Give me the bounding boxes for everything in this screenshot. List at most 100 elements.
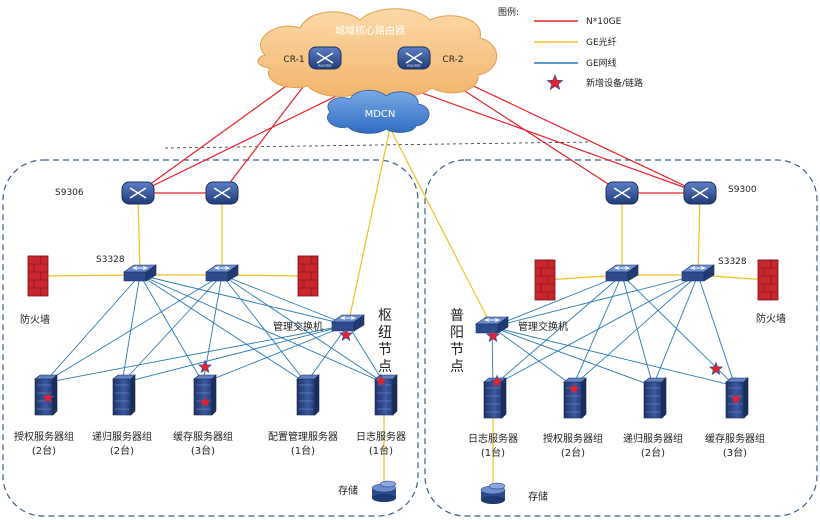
server-count: (1台) (291, 444, 315, 457)
server-name: 缓存服务器组 (173, 430, 233, 443)
legend-item-ge-fiber: GE光纤 (586, 36, 617, 48)
link-blue (139, 274, 385, 384)
storage-right (480, 482, 506, 504)
new-star-icon (197, 359, 213, 374)
server-name: 日志服务器 (468, 432, 518, 445)
svg-text:节: 节 (450, 342, 464, 358)
svg-text:ROUTER: ROUTER (407, 64, 421, 68)
server-left-0 (34, 374, 58, 416)
switch-s3328-left-b (205, 264, 239, 282)
svg-text:枢: 枢 (378, 308, 392, 324)
left-node-region (2, 159, 419, 517)
server-left-1 (112, 374, 136, 416)
link-blue (572, 274, 623, 387)
link-yellow (137, 192, 141, 276)
mgmt-switch-left (331, 314, 365, 332)
server-name: 配置管理服务器 (268, 430, 338, 443)
router-cr2: ROUTER (397, 46, 431, 70)
link-blue (697, 274, 736, 387)
link-blue (621, 274, 654, 387)
server-name: 日志服务器 (356, 430, 406, 443)
link-blue (221, 274, 385, 384)
right-access-label: S3328 (718, 257, 747, 267)
server-count: (2台) (561, 446, 585, 459)
new-star-icon (40, 390, 56, 405)
firewall-right-a (757, 259, 779, 301)
new-star-icon (373, 373, 389, 388)
firewall-left-a (27, 255, 49, 297)
link-blue (347, 324, 385, 384)
server-count: (3台) (723, 446, 747, 459)
link-blue (492, 274, 623, 387)
right-server-labels: 日志服务器 (1台) 授权服务器组 (2台) 递归服务器组 (2台) 缓存服务器… (468, 432, 765, 459)
svg-text:点: 点 (378, 359, 392, 375)
link-blue (491, 274, 623, 328)
new-star-icon (566, 381, 582, 396)
new-star-icon (708, 361, 724, 376)
core-cloud: 城域核心路由器 (257, 8, 498, 98)
svg-text:阳: 阳 (450, 325, 464, 341)
svg-text:纽: 纽 (378, 325, 392, 341)
link-blue (491, 326, 736, 387)
link-blue (492, 274, 699, 387)
router-s9306-a (121, 181, 155, 205)
cr2-label: CR-2 (442, 55, 463, 65)
link-blue (139, 274, 307, 384)
link-blue (121, 324, 349, 384)
link-blue (43, 274, 141, 384)
server-name: 授权服务器组 (14, 430, 74, 443)
link-blue (221, 274, 307, 384)
server-right-2 (643, 377, 667, 419)
devices (27, 181, 779, 504)
right-node-name: 普 阳 节 点 (450, 308, 464, 375)
firewall-left-b (297, 255, 319, 297)
link-blue (121, 274, 141, 384)
new-star-icon (489, 374, 505, 389)
switch-s3328-right-a (605, 264, 639, 282)
server-count: (1台) (481, 446, 505, 459)
right-core-label: S9300 (728, 185, 757, 195)
server-count: (3台) (191, 444, 215, 457)
right-storage-label: 存储 (528, 490, 548, 503)
link-blue (572, 274, 699, 387)
right-firewall-label: 防火墙 (756, 312, 786, 325)
link-yellow (37, 274, 141, 277)
server-right-1 (563, 377, 587, 419)
server-name: 递归服务器组 (92, 430, 152, 443)
left-access-label: S3328 (96, 255, 125, 265)
mdcn-label: MDCN (365, 109, 396, 120)
server-count: (1台) (369, 444, 393, 457)
new-star-icon (728, 391, 744, 406)
svg-text:ROUTER: ROUTER (318, 64, 332, 68)
firewall-right-b (534, 259, 556, 301)
legend: 图例: N*10GE GE光纤 GE网线 新增设备/链路 (498, 6, 643, 91)
new-star-icon (197, 394, 213, 409)
left-core-label: S9306 (55, 188, 84, 198)
server-left-3 (296, 374, 320, 416)
router-s9306-b (205, 181, 239, 205)
server-count: (2台) (110, 444, 134, 457)
legend-item-ge-cable: GE网线 (586, 57, 617, 69)
left-storage-label: 存储 (338, 484, 358, 497)
server-count: (2台) (641, 446, 665, 459)
link-yellow (697, 192, 701, 276)
switch-s3328-left-a (123, 264, 157, 282)
legend-item-new: 新增设备/链路 (586, 77, 643, 89)
server-left-4 (374, 374, 398, 416)
server-name: 授权服务器组 (543, 432, 603, 445)
link-blue (652, 274, 699, 387)
router-s9300-a (605, 181, 639, 205)
server-name: 缓存服务器组 (705, 432, 765, 445)
mgmt-switch-right (475, 316, 509, 334)
link-blue (221, 274, 349, 326)
left-mgmt-label: 管理交换机 (273, 320, 323, 333)
link-blue (202, 324, 349, 384)
cr1-label: CR-1 (283, 55, 304, 65)
mdcn-cloud: MDCN (327, 89, 430, 134)
link-blue (43, 274, 223, 384)
link-blue (139, 274, 349, 326)
link-yellow (347, 127, 391, 326)
link-yellow (389, 127, 493, 328)
